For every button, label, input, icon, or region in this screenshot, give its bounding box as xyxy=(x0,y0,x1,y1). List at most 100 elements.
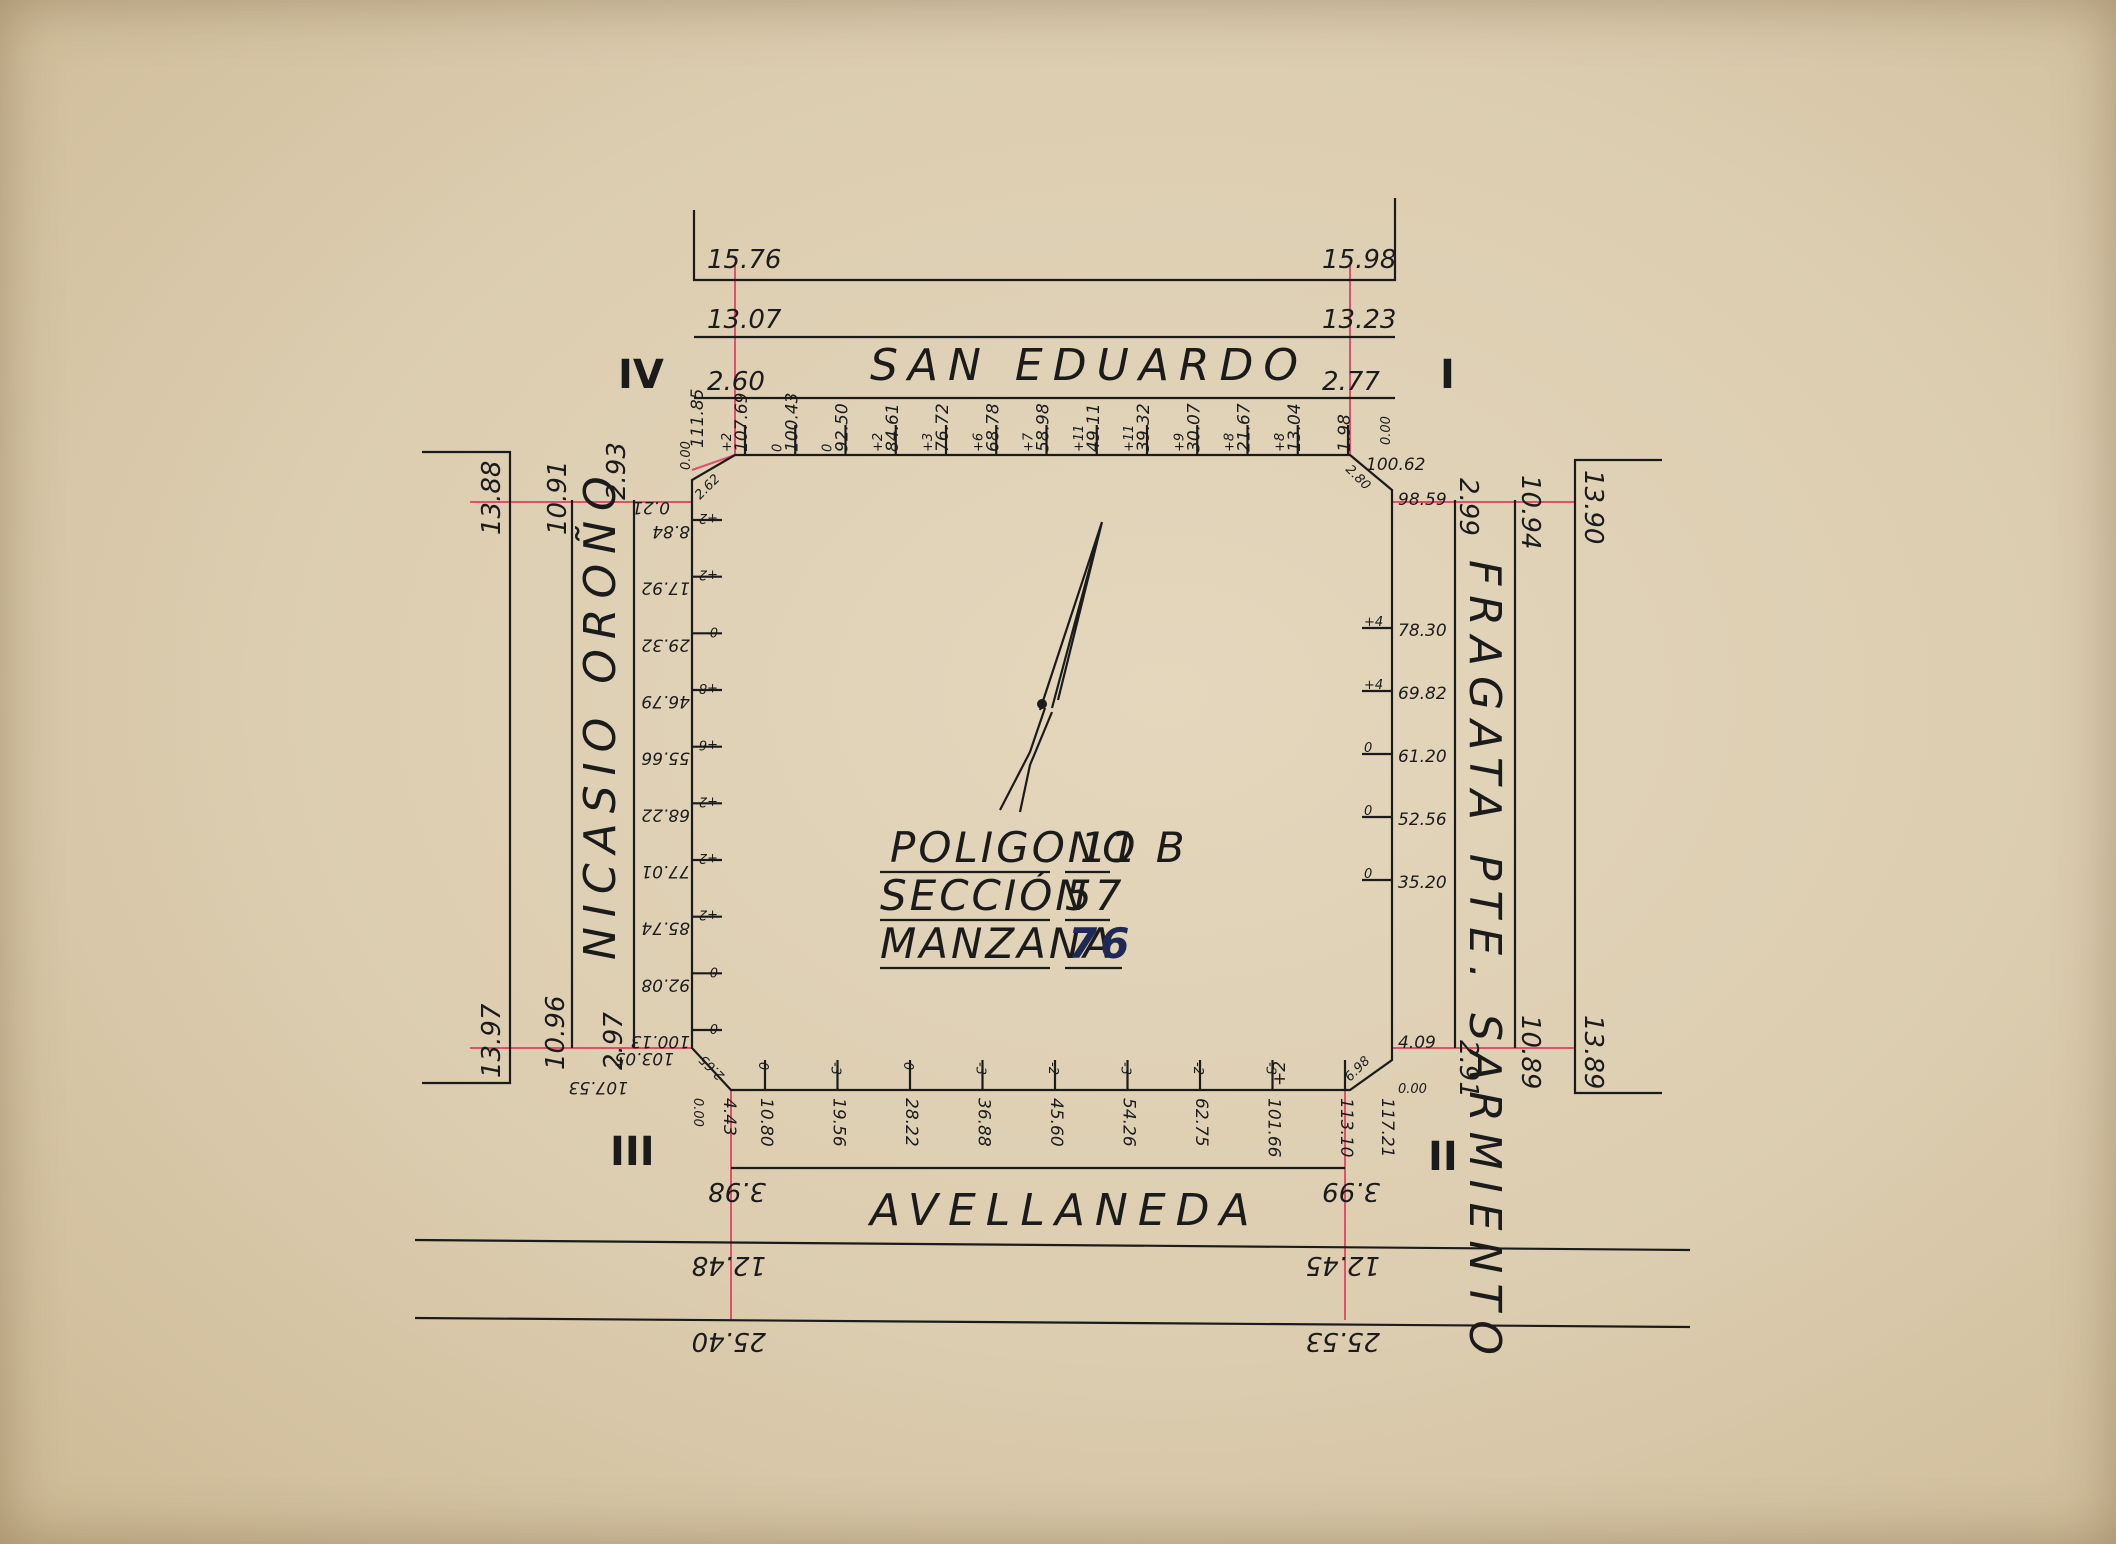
frontage-distance: 92.08 xyxy=(641,974,690,994)
frontage-offset: +6 xyxy=(971,433,986,452)
frontage-distance: 36.88 xyxy=(974,1098,994,1147)
frontage-distance: 10.80 xyxy=(756,1098,776,1147)
frontage-offset: +2 xyxy=(699,510,718,525)
frontage-offset: 0 xyxy=(755,1062,770,1070)
width-bottom-right-1: 3.99 xyxy=(1322,1176,1380,1206)
block-outline xyxy=(690,453,1394,1092)
corner-label-ii: II xyxy=(1428,1134,1458,1180)
width-bottom-left-3: 25.40 xyxy=(692,1326,766,1356)
street-name-top: SAN EDUARDO xyxy=(870,340,1308,391)
corner-br-zero: 0.00 xyxy=(1398,1082,1427,1097)
width-bottom-left-1: 3.98 xyxy=(708,1176,766,1206)
seccion-value: 57 xyxy=(1065,871,1124,920)
frontage-distance: 39.32 xyxy=(1134,403,1154,452)
frontage-offset: 0 xyxy=(821,444,836,452)
width-bottom-left-2: 12.48 xyxy=(692,1250,766,1280)
frontage-distance: 76.72 xyxy=(933,403,953,452)
street-name-bottom: AVELLANEDA xyxy=(867,1185,1260,1236)
frontage-distance: 30.07 xyxy=(1184,403,1204,452)
frontage-distance: 92.50 xyxy=(833,403,853,452)
corner-br-outer: 117.21 xyxy=(1377,1098,1397,1157)
frontage-distance: 54.26 xyxy=(1119,1098,1139,1147)
width-left-top-3: 2.93 xyxy=(602,442,632,500)
width-right-bottom-2: 10.89 xyxy=(1515,1015,1545,1089)
width-left-top-1: 13.88 xyxy=(477,461,507,535)
frontage-offset: +2 xyxy=(871,433,886,452)
frontage-distance: 100.13 xyxy=(631,1031,690,1051)
width-right-top-3: 13.90 xyxy=(1578,470,1608,544)
frontage-distance: 85.74 xyxy=(641,918,690,938)
poligono-value: 11 B xyxy=(1080,823,1188,872)
width-left-top-2: 10.91 xyxy=(543,461,573,535)
frontage-distance: 8.84 xyxy=(652,521,690,541)
frontage-distance: 1.98 xyxy=(1335,414,1355,452)
width-top-right-3: 2.77 xyxy=(1322,367,1380,397)
frontage-offset: -3 xyxy=(1118,1062,1133,1075)
corner-tr-zero: 0.00 xyxy=(1379,416,1394,445)
corner-br-offset: +2 xyxy=(1270,1061,1290,1086)
corner-tr-b: 4.09 xyxy=(1398,1033,1436,1053)
corner-bl-zero: 0.00 xyxy=(690,1098,705,1127)
frontage-distance: 17.92 xyxy=(641,578,690,598)
corner-tl-a: 0.21 xyxy=(632,497,670,517)
corner-tr-outer: 100.62 xyxy=(1366,455,1425,475)
frontage-distance: 62.75 xyxy=(1191,1098,1211,1147)
corner-tl-outer: 111.85 xyxy=(688,389,708,448)
frontage-distance: 68.22 xyxy=(641,804,690,824)
bottom-frontage-marks: 10.80019.56-328.22036.88-345.60-254.26-3… xyxy=(755,1060,1356,1158)
frontage-offset: +6 xyxy=(699,737,718,752)
corner-label-iv: IV xyxy=(618,352,664,398)
frontage-distance: 45.60 xyxy=(1046,1098,1066,1147)
poligono-label: POLIGONO xyxy=(890,823,1138,872)
frontage-offset: 0 xyxy=(710,1020,718,1035)
frontage-offset: +4 xyxy=(1364,615,1383,630)
frontage-distance: 52.56 xyxy=(1398,810,1447,830)
frontage-distance: 61.20 xyxy=(1398,747,1447,767)
frontage-offset: +4 xyxy=(1364,678,1383,693)
frontage-offset: +11 xyxy=(1072,425,1087,452)
frontage-distance: 101.66 xyxy=(1264,1098,1284,1158)
seccion-label: SECCIÓN xyxy=(880,870,1090,920)
frontage-offset: +2 xyxy=(720,433,735,452)
frontage-distance: 77.01 xyxy=(641,861,690,881)
frontage-offset: +2 xyxy=(699,907,718,922)
corner-bl-b: 4.43 xyxy=(719,1098,739,1136)
frontage-offset: +3 xyxy=(921,433,936,452)
frontage-offset: +2 xyxy=(699,850,718,865)
width-left-bottom-2: 10.96 xyxy=(541,996,571,1070)
street-name-left: NICASIO OROÑO xyxy=(574,466,626,960)
frontage-distance: 19.56 xyxy=(829,1098,849,1147)
corner-br-chamfer: 6.98 xyxy=(1342,1054,1373,1085)
frontage-distance: 68.78 xyxy=(983,403,1003,452)
frontage-offset: -2 xyxy=(1190,1062,1205,1075)
frontage-distance: 84.61 xyxy=(883,403,903,452)
corner-label-i: I xyxy=(1440,352,1455,398)
frontage-distance: 107.69 xyxy=(732,393,752,452)
width-top-left-2: 13.07 xyxy=(707,305,782,335)
frontage-offset: +11 xyxy=(1122,425,1137,452)
frontage-distance: 100.43 xyxy=(782,393,802,452)
frontage-offset: +7 xyxy=(1022,432,1037,452)
street-lines xyxy=(414,198,1691,1329)
frontage-distance: 49.11 xyxy=(1084,403,1104,452)
width-left-bottom-1: 13.97 xyxy=(477,1003,507,1078)
frontage-offset: 0 xyxy=(900,1062,915,1070)
corner-bl-outer: 107.53 xyxy=(569,1077,628,1097)
width-left-bottom-3: 2.97 xyxy=(599,1012,629,1070)
frontage-offset: 0 xyxy=(1364,741,1372,756)
frontage-offset: -3 xyxy=(973,1062,988,1075)
frontage-offset: +2 xyxy=(699,567,718,582)
width-bottom-right-2: 12.45 xyxy=(1306,1250,1380,1280)
frontage-distance: 55.66 xyxy=(641,748,690,768)
frontage-distance: 21.67 xyxy=(1235,403,1255,452)
street-centerlines xyxy=(470,262,1575,1320)
frontage-offset: -2 xyxy=(1045,1062,1060,1075)
north-arrow-icon xyxy=(999,521,1104,813)
frontage-distance: 35.20 xyxy=(1398,873,1447,893)
frontage-offset: +8 xyxy=(699,680,718,695)
width-bottom-right-3: 25.53 xyxy=(1306,1326,1380,1356)
